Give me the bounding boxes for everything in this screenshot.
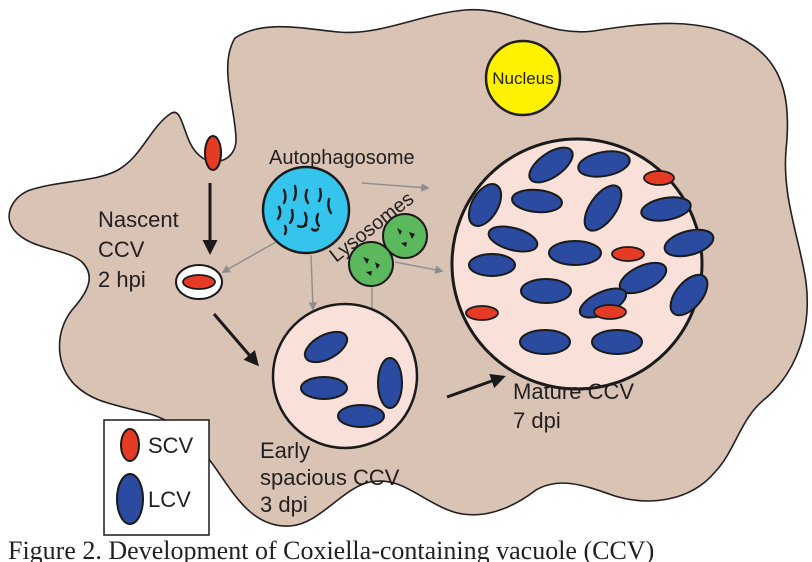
legend-scv-label: SCV	[148, 433, 194, 458]
nascent-ccv-label-line3: 2 hpi	[98, 267, 146, 292]
legend-lcv-swatch	[116, 473, 144, 525]
nascent-to-early-arrow	[212, 313, 259, 367]
fusion-arrows	[221, 182, 444, 320]
entering-scv	[204, 135, 222, 171]
autophagosome-label: Autophagosome	[269, 147, 415, 169]
mature-ccv-label-line2: 7 dpi	[513, 408, 561, 433]
autophagosome-contents	[276, 184, 333, 236]
mature-ccv-label-line1: Mature CCV	[513, 379, 634, 404]
nascent-ccv-label-line1: Nascent	[98, 207, 179, 232]
nascent-ccv-label-line2: CCV	[98, 237, 145, 262]
mature-ccv-lcvs	[467, 146, 715, 355]
lysosome-contents	[363, 228, 415, 276]
host-cell	[8, 8, 809, 527]
figure-caption-fragment: Figure 2. Development of Coxiella-contai…	[8, 536, 655, 562]
lysosome	[348, 241, 394, 287]
autophagosome	[261, 165, 351, 255]
early-ccv-lcvs	[300, 330, 403, 428]
legend-scv-swatch	[120, 428, 140, 462]
early-ccv-label-line3: 3 dpi	[260, 492, 308, 517]
nascent-ccv-scv	[182, 274, 216, 290]
early-ccv-label-line2: spacious CCV	[260, 465, 400, 490]
nucleus-label: Nucleus	[492, 69, 553, 88]
mature-ccv-scvs	[465, 170, 675, 321]
nucleus	[484, 39, 562, 117]
lysosome	[382, 213, 428, 259]
legend: SCV LCV	[103, 419, 210, 536]
early-ccv-label-line1: Early	[260, 438, 310, 463]
legend-lcv-label: LCV	[148, 487, 191, 512]
early-to-mature-arrow	[446, 373, 506, 399]
